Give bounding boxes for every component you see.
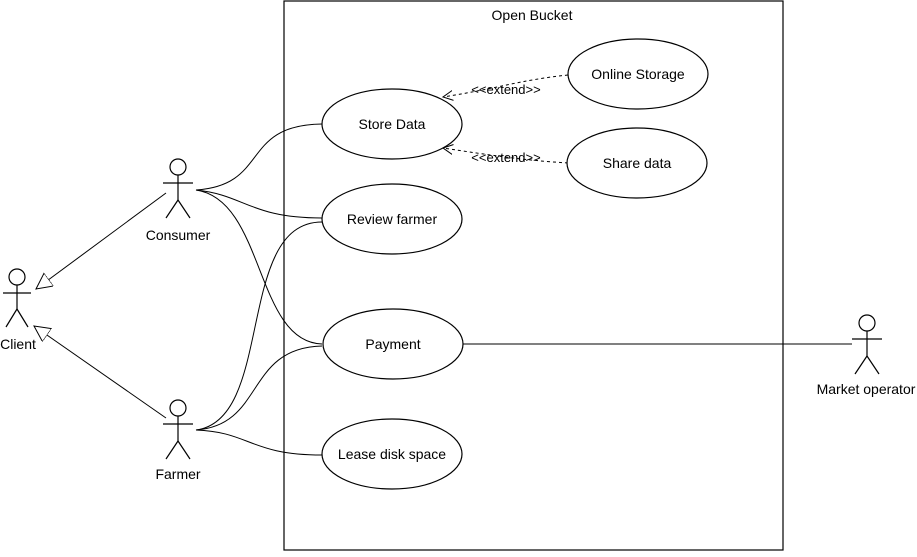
use-case-online-storage-label: Online Storage <box>591 66 685 82</box>
actor-market-operator[interactable] <box>852 314 882 375</box>
actor-consumer[interactable] <box>163 158 193 219</box>
system-title: Open Bucket <box>492 7 573 23</box>
use-case-store-data[interactable]: Store Data <box>321 88 463 160</box>
generalization-farmer-client <box>34 326 167 419</box>
actor-farmer[interactable] <box>163 399 193 460</box>
use-case-lease-disk-space-label: Lease disk space <box>338 446 446 462</box>
actor-client-label: Client <box>0 336 36 352</box>
generalization-consumer-client <box>36 192 167 289</box>
actor-market-operator-label: Market operator <box>817 381 916 397</box>
assoc-farmer-review-farmer <box>195 221 323 431</box>
extend-online-storage <box>443 74 569 97</box>
assoc-consumer-store-data <box>195 123 323 191</box>
assoc-farmer-payment <box>195 345 323 431</box>
use-case-review-farmer-label: Review farmer <box>347 211 438 227</box>
use-case-review-farmer[interactable]: Review farmer <box>321 183 463 255</box>
use-case-lease-disk-space[interactable]: Lease disk space <box>321 418 463 490</box>
use-case-online-storage[interactable]: Online Storage <box>567 38 709 110</box>
actor-client[interactable] <box>3 268 31 328</box>
use-case-payment-label: Payment <box>365 336 420 352</box>
extend-label-share-data: <<extend>> <box>471 150 540 165</box>
extend-share-data <box>443 148 569 164</box>
use-case-share-data[interactable]: Share data <box>566 127 708 199</box>
use-case-share-data-label: Share data <box>603 155 672 171</box>
assoc-farmer-lease-disk-space <box>195 429 323 456</box>
assoc-consumer-payment <box>195 189 323 345</box>
use-case-store-data-label: Store Data <box>359 116 426 132</box>
use-case-payment[interactable]: Payment <box>322 308 464 380</box>
actor-consumer-label: Consumer <box>146 227 211 243</box>
system-boundary <box>283 0 784 551</box>
actor-farmer-label: Farmer <box>155 466 200 482</box>
extend-label-online-storage: <<extend>> <box>471 82 540 97</box>
assoc-consumer-review-farmer <box>195 189 323 219</box>
